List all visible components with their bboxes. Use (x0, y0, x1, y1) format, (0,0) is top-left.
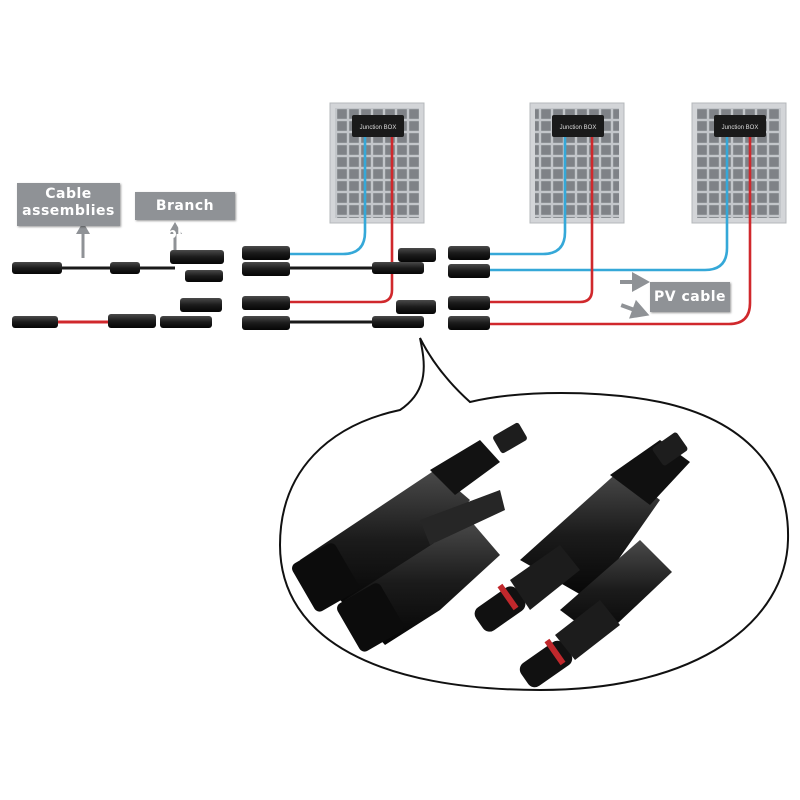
junction-box-label-2: Junction BOX (560, 125, 597, 131)
branch-plug-text: Branch plug (155, 198, 215, 242)
pv-cable-label: PV cable (650, 282, 730, 312)
negative-cables (290, 137, 729, 272)
cable-assemblies-line-1: Cable (45, 186, 92, 202)
connectors-row-2 (12, 296, 490, 330)
cable-assemblies-label: Cable assemblies (17, 183, 120, 226)
connectors-row-1 (12, 246, 490, 282)
junction-box-label-1: Junction BOX (360, 125, 397, 131)
positive-cables (290, 137, 752, 326)
enlarged-branch-connector-male (474, 432, 690, 688)
junction-box-label-3: Junction BOX (722, 125, 759, 131)
pv-cable-text: PV cable (653, 289, 727, 305)
junction-box-1 (352, 115, 404, 137)
branch-plug-label: Branch plug (135, 192, 235, 242)
solar-panel-1 (329, 102, 425, 224)
junction-box-2 (552, 115, 604, 137)
solar-panel-2 (529, 102, 625, 224)
enlarged-branch-connector-female (292, 422, 527, 652)
junction-box-3 (714, 115, 766, 137)
solar-panel-3 (691, 102, 787, 224)
cable-assemblies-line-2: assemblies (22, 203, 115, 219)
